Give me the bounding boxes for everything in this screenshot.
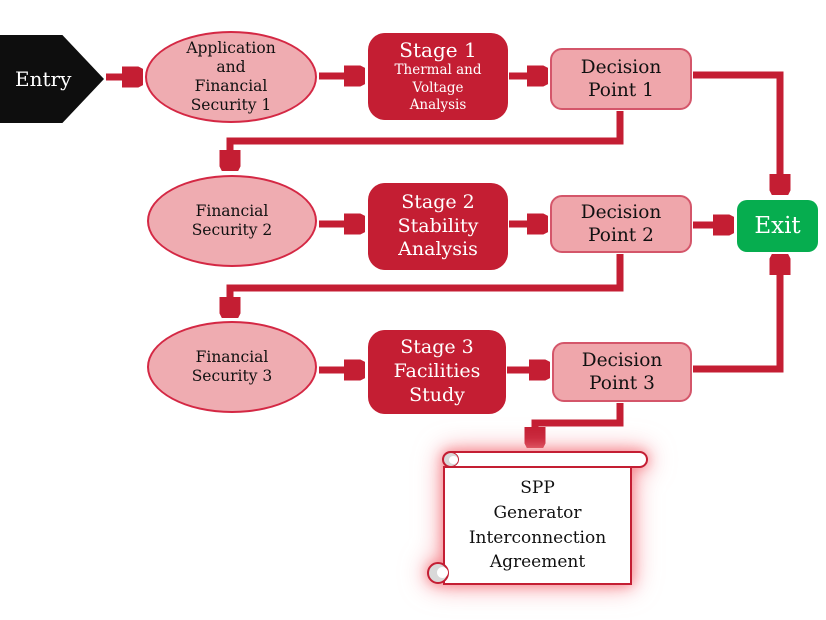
security1-line: Application [186, 39, 276, 58]
entry-node: Entry [0, 35, 104, 123]
decision-point-2-node: Decision Point 2 [550, 195, 692, 253]
spp-agreement-scroll: SPP Generator Interconnection Agreement [425, 445, 655, 595]
scroll-body: SPP Generator Interconnection Agreement [443, 466, 632, 585]
exit-node: Exit [737, 200, 818, 252]
decision3-line: Point 3 [589, 373, 655, 394]
security2-line: Financial [195, 202, 269, 221]
stage-1-node: Stage 1 Thermal and Voltage Analysis [368, 33, 508, 120]
agreement-line: Generator [493, 502, 582, 523]
stage1-subtitle: Voltage [412, 79, 464, 96]
scroll-top-roll [442, 451, 648, 468]
stage2-line: Analysis [398, 238, 478, 261]
stage3-line: Study [409, 383, 465, 406]
exit-label: Exit [754, 213, 801, 239]
security3-line: Security 3 [191, 367, 273, 385]
stage2-line: Stage 2 [401, 190, 475, 213]
security1-line: Security 1 [190, 95, 272, 114]
connector-decision3-to-exit [693, 273, 780, 373]
decision-point-1-node: Decision Point 1 [550, 48, 692, 110]
stage-3-node: Stage 3 Facilities Study [368, 330, 506, 414]
scroll-top-curl-icon [443, 452, 459, 467]
scroll-top-curl-inner [449, 456, 458, 464]
decision3-line: Decision [581, 349, 663, 371]
decision1-line: Decision [580, 56, 662, 78]
stage3-line: Facilities [393, 360, 481, 383]
security3-line: Financial [195, 348, 269, 367]
connector-decision2-to-security3 [230, 254, 624, 299]
security2-line: Security 2 [191, 221, 273, 239]
security1-line: and [216, 58, 246, 77]
decision2-line: Decision [580, 201, 662, 223]
stage1-subtitle: Thermal and [394, 62, 482, 79]
decision-point-3-node: Decision Point 3 [552, 342, 692, 402]
decision2-line: Point 2 [588, 225, 654, 246]
security1-line: Financial [194, 77, 268, 95]
stage-2-node: Stage 2 Stability Analysis [368, 183, 508, 270]
stage3-line: Stage 3 [400, 336, 474, 359]
stage1-subtitle: Analysis [409, 97, 467, 114]
scroll-bottom-curl-inner [437, 567, 448, 578]
decision1-line: Point 1 [588, 80, 654, 101]
scroll-bottom-curl-icon [427, 562, 449, 584]
stage1-title: Stage 1 [399, 38, 477, 63]
application-financial-security-1-node: Application and Financial Security 1 [145, 31, 317, 123]
connector-decision1-to-security2 [230, 111, 624, 152]
stage2-line: Stability [397, 214, 479, 237]
agreement-line: Agreement [489, 552, 586, 573]
agreement-line: SPP [520, 478, 555, 499]
connector-decision1-to-exit [693, 71, 780, 176]
entry-label: Entry [15, 67, 72, 91]
financial-security-3-node: Financial Security 3 [147, 321, 317, 413]
agreement-line: Interconnection [468, 527, 607, 548]
connector-decision3-to-agreement [535, 403, 624, 429]
financial-security-2-node: Financial Security 2 [147, 175, 317, 267]
